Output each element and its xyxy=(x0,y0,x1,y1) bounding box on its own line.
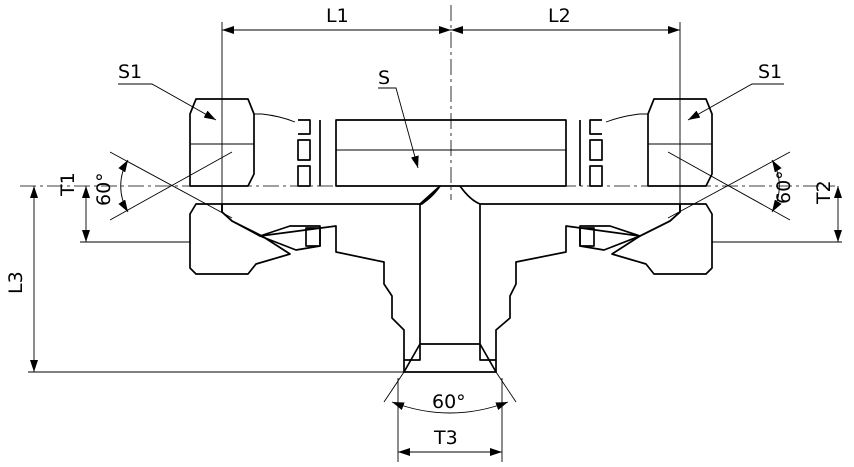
label-t3: T3 xyxy=(433,427,458,449)
right-nut xyxy=(605,98,713,275)
tee-body xyxy=(221,119,681,373)
right-seal-ring xyxy=(579,119,603,187)
dimension-lines xyxy=(28,22,842,462)
angle-label-left: 60° xyxy=(93,172,115,206)
angle-label-bottom: 60° xyxy=(432,391,466,413)
label-t1: T1 xyxy=(57,172,79,197)
angle-label-right: 60° xyxy=(773,170,795,204)
label-t2: T2 xyxy=(813,180,835,205)
label-l2: L2 xyxy=(548,5,571,27)
left-seal-ring-section xyxy=(259,225,321,251)
label-s1-right: S1 xyxy=(758,61,782,83)
label-s: S xyxy=(378,67,390,89)
label-s1-left: S1 xyxy=(118,61,142,83)
left-seal-ring xyxy=(297,119,321,187)
label-l1: L1 xyxy=(326,5,349,27)
label-l3: L3 xyxy=(5,271,27,294)
left-nut xyxy=(189,98,296,275)
dimension-labels: L1 L2 S1 S1 S T1 T2 L3 T3 60° 60° 60° xyxy=(5,5,835,449)
